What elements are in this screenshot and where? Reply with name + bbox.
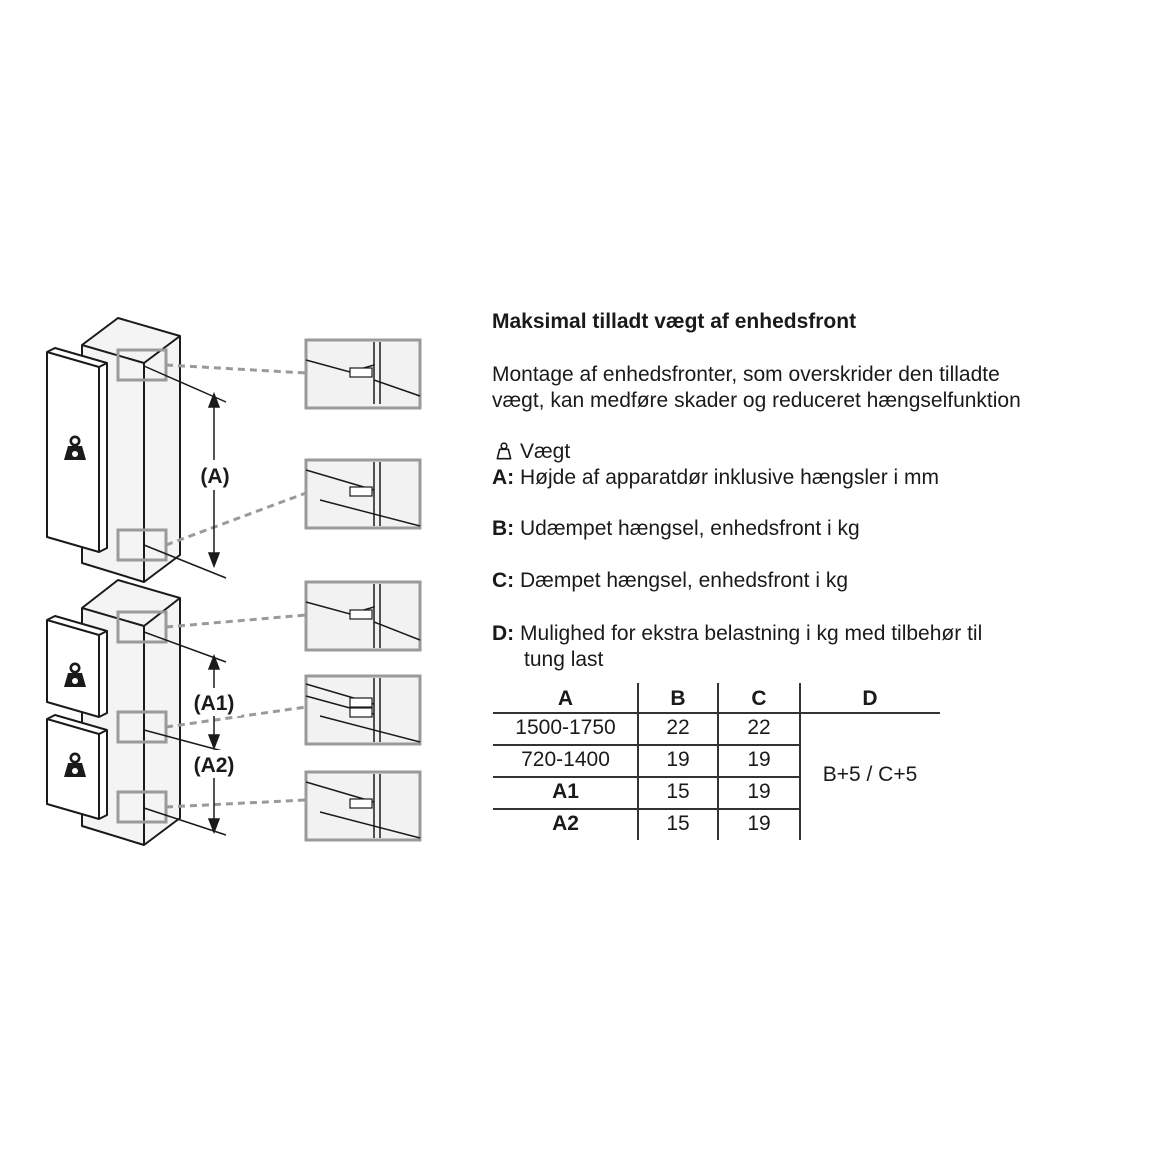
weight-icon	[496, 442, 512, 460]
table-header-b: B	[670, 687, 686, 710]
table-cell-a-1: 720-1400	[521, 748, 610, 771]
description: Montage af enhedsfronter, som overskride…	[492, 362, 1021, 414]
legend-d-text-2: tung last	[524, 648, 604, 671]
detail-box-1	[304, 338, 422, 410]
detail-box-4	[304, 674, 422, 746]
table-cell-c-0: 22	[747, 716, 771, 739]
table-cell-a-3: A2	[552, 812, 579, 835]
legend-weight-text: Vægt	[520, 440, 571, 463]
legend-b: B: Udæmpet hængsel, enhedsfront i kg	[492, 517, 860, 541]
legend-a-key: A:	[492, 466, 515, 489]
label-a1: (A1)	[194, 692, 235, 715]
legend-a: A: Højde af apparatdør inklusive hængsle…	[492, 466, 939, 490]
table-cell-b-0: 22	[666, 716, 690, 739]
table-cell-c-2: 19	[747, 780, 771, 803]
table-cell-a-0: 1500-1750	[515, 716, 616, 739]
legend-d: D: Mulighed for ekstra belastning i kg m…	[492, 621, 982, 673]
appliance-single-door	[46, 317, 181, 583]
description-line-2: vægt, kan medføre skader og reduceret hæ…	[492, 389, 1021, 412]
table-header-a: A	[557, 687, 574, 710]
legend-c-key: C:	[492, 569, 515, 592]
legend-b-key: B:	[492, 517, 515, 540]
table-cell-c-3: 19	[747, 812, 771, 835]
table-cell-a-2: A1	[552, 780, 579, 803]
dimension-a1-a2	[143, 631, 227, 836]
label-a: (A)	[200, 465, 229, 488]
table-header-d: D	[862, 687, 878, 710]
table-divider	[493, 744, 800, 746]
table-cell-b-3: 15	[666, 812, 690, 835]
table-cell-b-1: 19	[666, 748, 690, 771]
table-cell-b-2: 15	[666, 780, 690, 803]
legend-weight: Vægt	[492, 440, 570, 464]
table-divider	[493, 808, 800, 810]
table-divider	[493, 776, 800, 778]
legend-b-text: Udæmpet hængsel, enhedsfront i kg	[520, 517, 860, 540]
table-cell-d-merged: B+5 / C+5	[822, 763, 918, 786]
description-line-1: Montage af enhedsfronter, som overskride…	[492, 363, 1000, 386]
table-divider	[637, 683, 639, 840]
table-cell-c-1: 19	[747, 748, 771, 771]
legend-a-text: Højde af apparatdør inklusive hængsler i…	[520, 466, 940, 489]
legend-d-key: D:	[492, 622, 515, 645]
page-title: Maksimal tilladt vægt af enhedsfront	[492, 310, 857, 333]
legend-c-text: Dæmpet hængsel, enhedsfront i kg	[520, 569, 849, 592]
legend-c: C: Dæmpet hængsel, enhedsfront i kg	[492, 569, 848, 593]
label-a2: (A2)	[194, 754, 235, 777]
table-header-c: C	[751, 687, 767, 710]
table-divider	[493, 712, 940, 714]
legend-d-text-1: Mulighed for ekstra belastning i kg med …	[520, 622, 983, 645]
detail-box-3	[304, 580, 422, 652]
detail-box-5	[304, 770, 422, 842]
detail-box-2	[304, 458, 422, 530]
table-divider	[717, 683, 719, 840]
table-divider	[799, 683, 801, 840]
